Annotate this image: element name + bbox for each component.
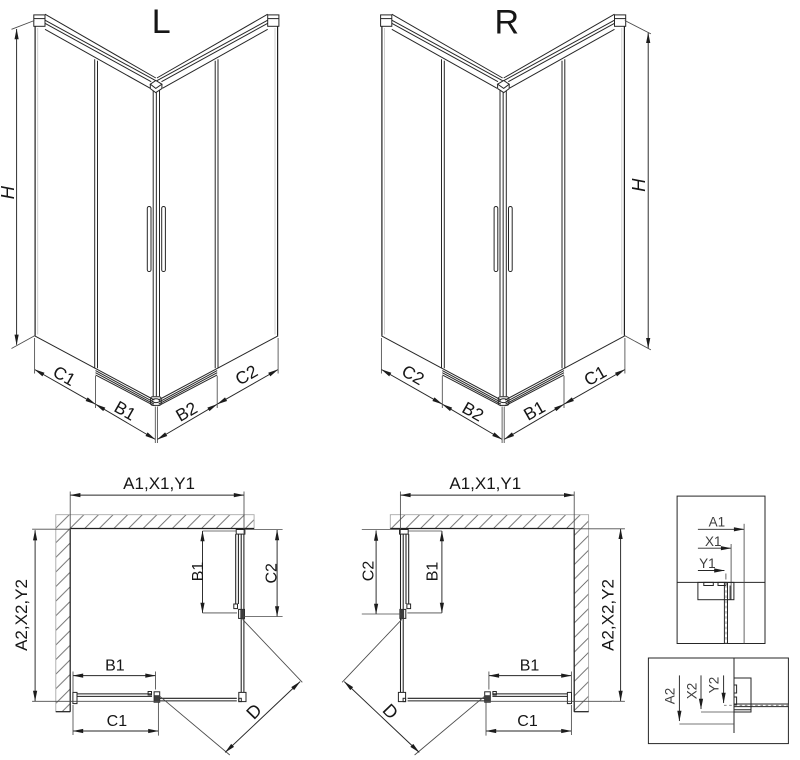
svg-text:C1: C1 <box>580 362 609 390</box>
svg-text:X2: X2 <box>684 683 699 700</box>
svg-text:A1,X1,Y1: A1,X1,Y1 <box>449 474 521 493</box>
svg-text:A2: A2 <box>663 688 678 705</box>
svg-text:D: D <box>242 700 265 723</box>
svg-text:B1: B1 <box>190 562 207 582</box>
svg-text:C2: C2 <box>264 563 281 584</box>
svg-text:B1: B1 <box>520 397 548 425</box>
svg-text:A2,X2,Y2: A2,X2,Y2 <box>12 579 31 651</box>
svg-text:B1: B1 <box>425 562 442 582</box>
svg-text:C2: C2 <box>398 361 427 389</box>
svg-text:B2: B2 <box>459 398 487 426</box>
svg-text:C1: C1 <box>517 713 538 730</box>
svg-text:C1: C1 <box>50 362 79 390</box>
svg-text:H: H <box>628 178 649 192</box>
svg-text:C2: C2 <box>360 561 377 582</box>
svg-text:A1: A1 <box>709 514 726 529</box>
svg-text:C1: C1 <box>107 713 128 730</box>
svg-text:R: R <box>495 3 520 41</box>
svg-text:D: D <box>379 700 402 723</box>
svg-text:L: L <box>152 3 171 41</box>
svg-text:Y1: Y1 <box>699 556 716 571</box>
svg-text:B2: B2 <box>172 398 200 426</box>
svg-text:B1: B1 <box>105 657 125 674</box>
svg-text:H: H <box>0 185 18 199</box>
svg-text:C2: C2 <box>232 361 261 389</box>
svg-text:Y2: Y2 <box>706 677 721 694</box>
svg-text:A1,X1,Y1: A1,X1,Y1 <box>123 474 195 493</box>
svg-text:B1: B1 <box>520 657 540 674</box>
svg-text:A2,X2,Y2: A2,X2,Y2 <box>598 579 617 651</box>
svg-text:B1: B1 <box>111 397 139 425</box>
svg-text:X1: X1 <box>705 534 722 549</box>
